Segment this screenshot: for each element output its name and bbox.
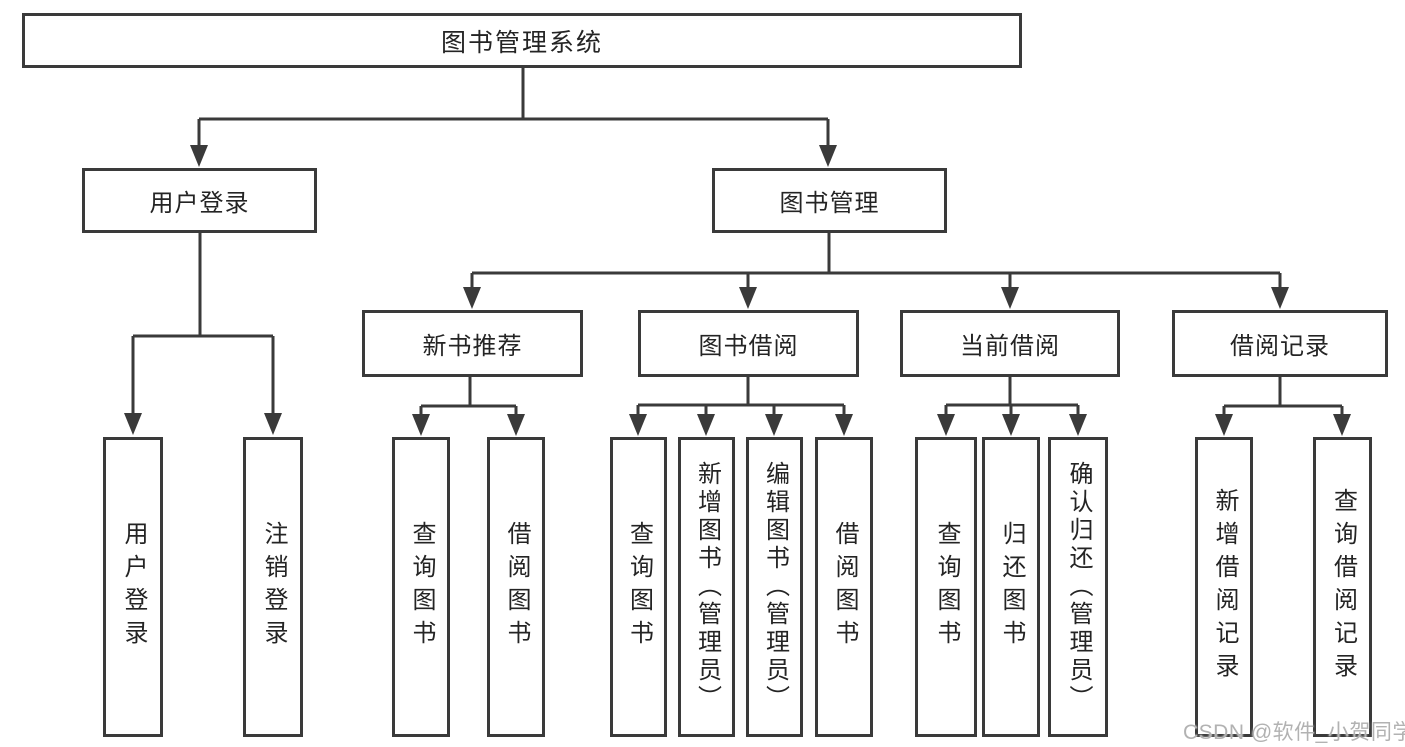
edge-current-borrow-to-leaves [944,377,1080,415]
node-leaf-logout: 注销登录 [243,437,303,737]
arrow-icon [1333,414,1351,436]
edge-user-login-to-leaves [131,233,275,414]
node-leaf-return-book-label: 归还图书 [998,521,1025,653]
arrow-icon [819,145,837,167]
node-leaf-query-record: 查询借阅记录 [1313,437,1372,737]
node-leaf-borrow-book-b-label: 借阅图书 [831,521,858,653]
arrow-icon [507,414,525,436]
arrow-icon [937,414,955,436]
node-leaf-borrow-book-b: 借阅图书 [815,437,873,737]
node-user-login: 用户登录 [82,168,317,233]
node-book-mgmt: 图书管理 [712,168,947,233]
arrow-icon [1215,414,1233,436]
node-leaf-query-record-label: 查询借阅记录 [1329,488,1357,686]
arrow-icon [765,414,783,436]
arrow-icon [697,414,715,436]
node-leaf-edit-book-label: 编辑图书（管理员） [761,461,789,713]
node-new-book-rec-label: 新书推荐 [422,333,523,360]
arrow-icon [1271,287,1289,309]
node-leaf-add-record: 新增借阅记录 [1195,437,1253,737]
node-borrow-records-label: 借阅记录 [1230,333,1330,360]
node-leaf-query-book-a-label: 查询图书 [408,521,435,653]
node-new-book-rec: 新书推荐 [362,310,583,377]
node-leaf-add-book-label: 新增图书（管理员） [693,461,721,713]
node-root-label: 图书管理系统 [440,28,603,57]
node-book-mgmt-label: 图书管理 [779,190,880,217]
node-leaf-user-login: 用户登录 [103,437,163,737]
node-leaf-query-book-c-label: 查询图书 [933,521,960,653]
arrow-icon [1001,287,1019,309]
node-leaf-edit-book: 编辑图书（管理员） [746,437,803,737]
edge-borrow-records-to-leaves [1222,377,1344,415]
node-leaf-confirm-return-label: 确认归还（管理员） [1065,461,1092,713]
node-leaf-query-book-a: 查询图书 [392,437,450,737]
edge-book-mgmt-to-level3 [470,233,1282,288]
arrow-icon [412,414,430,436]
node-leaf-return-book: 归还图书 [982,437,1040,737]
edge-root-to-level2 [197,68,830,146]
node-book-borrow-label: 图书借阅 [698,333,799,360]
node-current-borrow: 当前借阅 [900,310,1120,377]
arrow-icon [190,145,208,167]
arrow-icon [629,414,647,436]
node-leaf-logout-label: 注销登录 [260,521,287,653]
node-borrow-records: 借阅记录 [1172,310,1388,377]
node-book-borrow: 图书借阅 [638,310,859,377]
node-leaf-add-book: 新增图书（管理员） [678,437,735,737]
arrow-icon [835,414,853,436]
node-leaf-borrow-book-a: 借阅图书 [487,437,545,737]
arrow-icon [1002,414,1020,436]
node-root: 图书管理系统 [22,13,1022,68]
node-leaf-query-book-b: 查询图书 [610,437,667,737]
node-leaf-confirm-return: 确认归还（管理员） [1048,437,1108,737]
arrow-icon [124,413,142,435]
node-leaf-query-book-b-label: 查询图书 [625,521,653,653]
edge-book-borrow-to-leaves [636,377,846,415]
node-leaf-add-record-label: 新增借阅记录 [1211,488,1238,686]
arrow-icon [264,413,282,435]
node-user-login-label: 用户登录 [149,190,250,217]
node-leaf-borrow-book-a-label: 借阅图书 [503,521,530,653]
node-leaf-query-book-c: 查询图书 [915,437,977,737]
arrow-icon [739,287,757,309]
node-leaf-user-login-label: 用户登录 [120,521,147,653]
arrow-icon [1069,414,1087,436]
arrow-icon [463,287,481,309]
node-current-borrow-label: 当前借阅 [960,333,1060,360]
watermark: CSDN @软件_小贺同学 [1183,721,1405,744]
edge-new-book-rec-to-leaves [419,377,518,415]
